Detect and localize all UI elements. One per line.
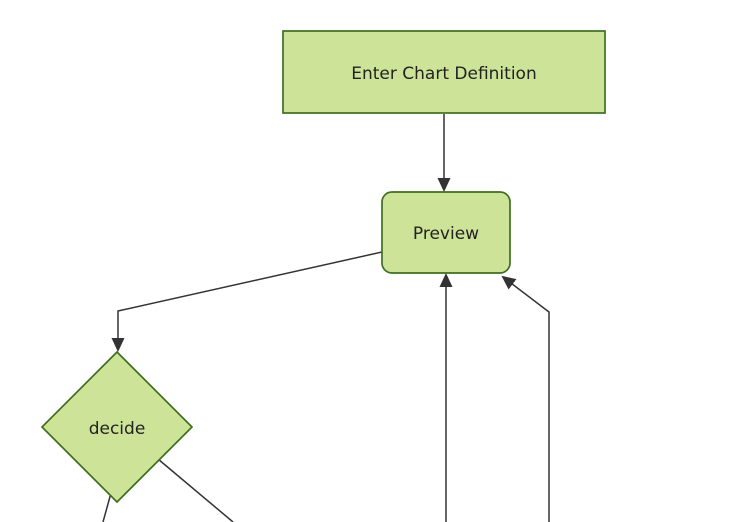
edge-decide-to-offscreen-right (157, 458, 234, 522)
node-preview-label: Preview (413, 224, 479, 244)
edge-preview-to-decide (111, 251, 383, 352)
node-enter-chart-definition: Enter Chart Definition (282, 30, 606, 114)
node-decide-shape (40, 350, 194, 504)
node-enter-chart-definition-label: Enter Chart Definition (351, 64, 536, 84)
node-enter-chart-definition-shape (282, 30, 606, 114)
node-preview: Preview (381, 191, 511, 274)
edge-bottom-right-to-preview (501, 275, 550, 522)
node-decide: decide (40, 350, 194, 504)
node-decide-label: decide (89, 419, 146, 439)
edge-decide-to-offscreen-left (102, 492, 112, 522)
node-preview-shape (381, 191, 511, 274)
node-layer: Enter Chart Definition Preview decide (40, 30, 606, 504)
edge-layer (102, 114, 550, 522)
